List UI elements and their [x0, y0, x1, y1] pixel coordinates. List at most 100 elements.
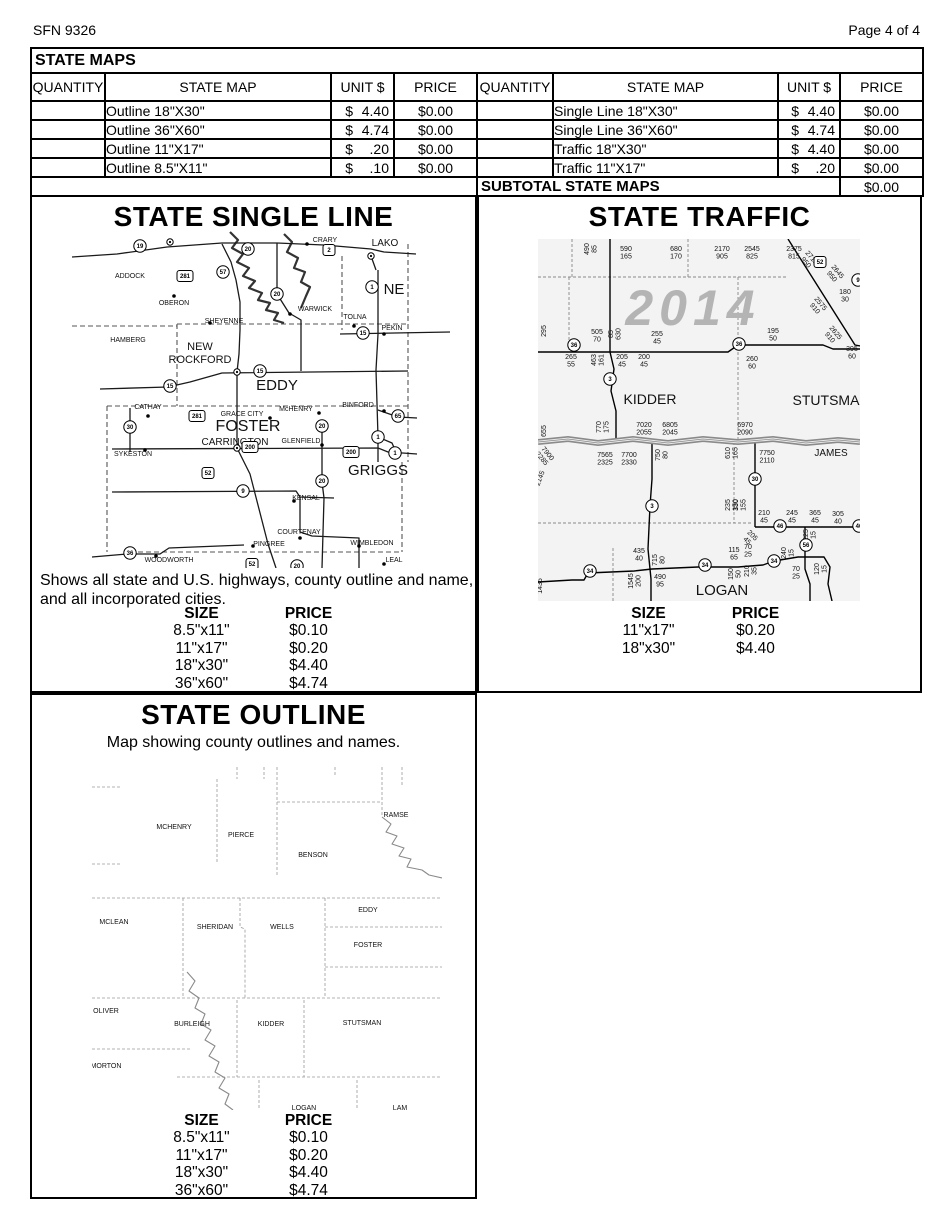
svg-text:281: 281 [180, 274, 191, 280]
svg-text:FOSTER: FOSTER [354, 942, 382, 949]
table-row: Outline 11"X17" $.20 $0.00 Traffic 18"X3… [30, 138, 924, 159]
svg-text:610165: 610165 [725, 447, 740, 459]
svg-text:GRACE CITY: GRACE CITY [221, 411, 264, 418]
unit-price: $4.40 [777, 138, 841, 159]
svg-text:20: 20 [245, 247, 252, 253]
svg-text:15: 15 [257, 369, 264, 375]
quantity-input-cell[interactable] [30, 157, 106, 178]
svg-text:COURTENAY: COURTENAY [277, 529, 321, 536]
price-list-item: 11"x17" $0.20 [175, 1146, 328, 1164]
svg-text:200: 200 [346, 450, 357, 456]
quantity-input-cell[interactable] [476, 157, 554, 178]
svg-text:22515: 22515 [803, 529, 818, 541]
table-row: Outline 8.5"X11" $.10 $0.00 Traffic 11"X… [30, 157, 924, 178]
svg-text:15050: 15050 [728, 568, 743, 580]
svg-text:HAMBERG: HAMBERG [110, 337, 145, 344]
svg-text:WARWICK: WARWICK [298, 306, 333, 313]
panel-title: STATE TRAFFIC [588, 201, 811, 232]
svg-text:WOODWORTH: WOODWORTH [145, 557, 194, 564]
quantity-input-cell[interactable] [476, 138, 554, 159]
svg-text:655: 655 [541, 425, 548, 437]
svg-text:85630: 85630 [608, 328, 623, 340]
svg-text:770175: 770175 [596, 421, 611, 433]
svg-text:3: 3 [650, 504, 654, 510]
svg-text:9: 9 [241, 489, 245, 495]
price-list-item: 11"x17" $0.20 [175, 639, 328, 657]
svg-text:2: 2 [327, 248, 331, 254]
svg-text:FOSTER: FOSTER [216, 418, 281, 435]
svg-text:1545200: 1545200 [628, 573, 643, 589]
svg-text:36: 36 [127, 551, 134, 557]
svg-text:PIERCE: PIERCE [228, 832, 254, 839]
svg-text:52: 52 [249, 562, 256, 568]
quantity-input-cell[interactable] [30, 119, 106, 140]
svg-text:CARRINGTON: CARRINGTON [201, 437, 268, 448]
table-title: STATE MAPS [30, 47, 924, 74]
svg-text:65: 65 [395, 414, 402, 420]
subtotal-empty-cell [30, 176, 478, 197]
svg-text:McHENRY: McHENRY [279, 406, 313, 413]
svg-text:20545: 20545 [616, 354, 628, 369]
price-value: $0.00 [393, 100, 478, 121]
svg-text:20: 20 [274, 292, 281, 298]
price-list-header: SIZE PRICE [184, 604, 333, 622]
col-unit-2: UNIT $ [777, 72, 841, 102]
col-state-map-1: STATE MAP [104, 72, 332, 102]
svg-text:ROCKFORD: ROCKFORD [169, 354, 232, 366]
state-maps-order-table: STATE MAPS QUANTITY STATE MAP UNIT $ PRI… [30, 47, 924, 197]
svg-text:20: 20 [319, 479, 326, 485]
svg-text:CATHAY: CATHAY [134, 404, 162, 411]
svg-text:34: 34 [587, 569, 594, 575]
svg-text:EDDY: EDDY [358, 907, 378, 914]
svg-text:12015: 12015 [814, 563, 829, 575]
map-name: Single Line 18"X30" [552, 100, 779, 121]
svg-text:1: 1 [393, 451, 397, 457]
svg-text:20: 20 [319, 424, 326, 430]
price-value: $0.00 [839, 157, 924, 178]
map-name: Traffic 11"X17" [552, 157, 779, 178]
svg-text:STUTSMA: STUTSMA [793, 392, 860, 408]
price-list-item: 11"x17" $0.20 [622, 622, 775, 640]
svg-text:TOLNA: TOLNA [343, 314, 367, 321]
svg-text:KIDDER: KIDDER [258, 1021, 284, 1028]
col-quantity-1: QUANTITY [30, 72, 106, 102]
svg-text:LOGAN: LOGAN [292, 1105, 317, 1110]
unit-price: $4.74 [777, 119, 841, 140]
quantity-input-cell[interactable] [476, 119, 554, 140]
page-number: Page 4 of 4 [848, 22, 920, 38]
price-list-item: 8.5"x11" $0.10 [173, 1129, 328, 1147]
svg-text:3: 3 [608, 377, 612, 383]
price-value: $0.00 [839, 100, 924, 121]
quantity-input-cell[interactable] [476, 100, 554, 121]
table-header-row: QUANTITY STATE MAP UNIT $ PRICE QUANTITY… [30, 72, 924, 102]
quantity-input-cell[interactable] [30, 100, 106, 121]
svg-text:1: 1 [370, 285, 374, 291]
price-value: $0.00 [393, 138, 478, 159]
panel-title: STATE OUTLINE [141, 699, 366, 730]
traffic-price-list: SIZE PRICE 11"x17" $0.20 18"x30" $4.40 [595, 605, 809, 658]
svg-text:SHERIDAN: SHERIDAN [197, 924, 233, 931]
svg-text:WIMBLEDON: WIMBLEDON [350, 540, 393, 547]
quantity-input-cell[interactable] [30, 138, 106, 159]
svg-text:KENSAL: KENSAL [292, 495, 320, 502]
svg-text:SHEYENNE: SHEYENNE [205, 318, 244, 325]
svg-text:21035: 21035 [744, 565, 759, 577]
col-price-2: PRICE [839, 72, 924, 102]
svg-text:36: 36 [736, 342, 743, 348]
panel-state-outline: STATE OUTLINE Map showing county outline… [30, 693, 477, 1199]
svg-text:PEKIN: PEKIN [381, 325, 402, 332]
col-unit-1: UNIT $ [330, 72, 395, 102]
